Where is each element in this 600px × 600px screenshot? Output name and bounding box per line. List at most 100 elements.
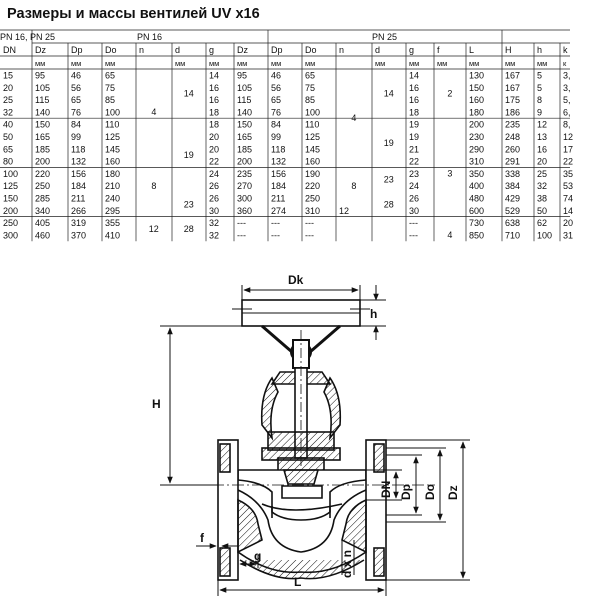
table-cell: 115 [35,95,49,105]
table-cell: 211 [271,194,285,204]
table-cell: 22 [209,157,219,167]
table-cell: 400 [469,181,484,191]
table-cell: 110 [105,120,119,130]
merged-cell: 3 [447,169,452,179]
table-cell: --- [271,218,280,228]
table-cell: 16 [537,144,547,154]
table-cell: 46 [71,71,81,81]
table-cell: --- [271,230,280,240]
unit-cell: мм [505,59,515,68]
table-cell: 248 [505,132,520,142]
table-cell: 50 [537,206,547,216]
merged-cell: 4 [351,113,356,123]
column-header: H [505,45,512,55]
table-cell: 132 [71,157,86,167]
table-cell: 74 [563,194,573,204]
table-cell: 360 [237,206,252,216]
table-cell: 266 [71,206,86,216]
table-cell: 100 [537,230,552,240]
column-header: d [375,45,380,55]
table-cell: 32 [209,218,219,228]
merged-cell: 8 [151,181,156,191]
table-cell: 730 [469,218,484,228]
label-f: f [200,531,205,545]
table-cell: 125 [3,181,18,191]
table-cell: 19 [409,132,419,142]
table-cell: 184 [271,181,286,191]
table-cell: --- [237,218,246,228]
table-cell: 38 [537,194,547,204]
column-header: k [563,45,568,55]
table-cell: 30 [209,206,219,216]
label-H: H [152,397,161,411]
merged-cell: 12 [149,224,159,234]
table-cell: 20 [537,157,547,167]
table-cell: 180 [469,107,484,117]
table-cell: 32 [3,107,13,117]
table-cell: 220 [305,181,320,191]
table-cell: 260 [505,144,520,154]
table-cell: 145 [105,144,120,154]
merged-cell: 19 [184,150,194,160]
table-cell: 460 [35,230,50,240]
table-cell: 285 [35,194,50,204]
table-cell: 50 [3,132,13,142]
table-cell: 167 [505,83,520,93]
label-Do: Do [423,484,437,500]
merged-cell: 4 [447,230,452,240]
table-cell: 76 [71,107,81,117]
table-cell: 310 [305,206,320,216]
table-cell: 5 [537,83,542,93]
table-cell: 8 [537,95,542,105]
table-cell: 100 [305,107,320,117]
table-cell: 125 [305,132,320,142]
column-header: d [175,45,180,55]
table-cell: 65 [71,95,81,105]
table-cell: 185 [35,144,50,154]
table-cell: 75 [305,83,315,93]
table-cell: 18 [209,120,219,130]
table-cell: 156 [71,169,86,179]
table-cell: 211 [71,194,85,204]
label-dxn: d x n [340,550,354,578]
merged-cell: 19 [384,138,394,148]
label-g: g [254,549,261,563]
table-cell: 20 [3,83,13,93]
table-cell: 156 [271,169,286,179]
unit-cell: мм [175,59,185,68]
table-cell: 180 [105,169,120,179]
table-cell: --- [305,218,314,228]
unit-cell: мм [105,59,115,68]
table-cell: 6, [563,107,571,117]
table-cell: 150 [237,120,252,130]
label-Dk: Dk [288,273,304,287]
table-cell: 22 [409,157,419,167]
table-cell: 200 [237,157,252,167]
table-cell: 210 [105,181,120,191]
table-cell: 125 [105,132,120,142]
table-cell: 18 [409,107,419,117]
column-header: g [409,45,414,55]
column-header: Dz [35,45,46,55]
table-cell: 186 [505,107,520,117]
table-cell: 165 [237,132,252,142]
dimension-lines [160,285,470,596]
unit-cell: мм [375,59,385,68]
table-cell: 291 [505,157,520,167]
table-cell: 75 [105,83,115,93]
column-header: DN [3,45,16,55]
group-header: PN 16 [137,32,162,42]
table-cell: 3, [563,71,571,81]
column-header: L [469,45,474,55]
table-cell: 85 [305,95,315,105]
table-cell: 30 [409,206,419,216]
table-cell: 20 [209,132,219,142]
column-header: Dp [71,45,83,55]
column-header: Do [305,45,317,55]
column-header: n [339,45,344,55]
table-cell: 235 [505,120,520,130]
document-title: Размеры и массы вентилей UV x16 [7,6,260,22]
table-cell: 46 [271,71,281,81]
merged-cell: 14 [384,89,394,99]
table-cell: 300 [3,230,18,240]
